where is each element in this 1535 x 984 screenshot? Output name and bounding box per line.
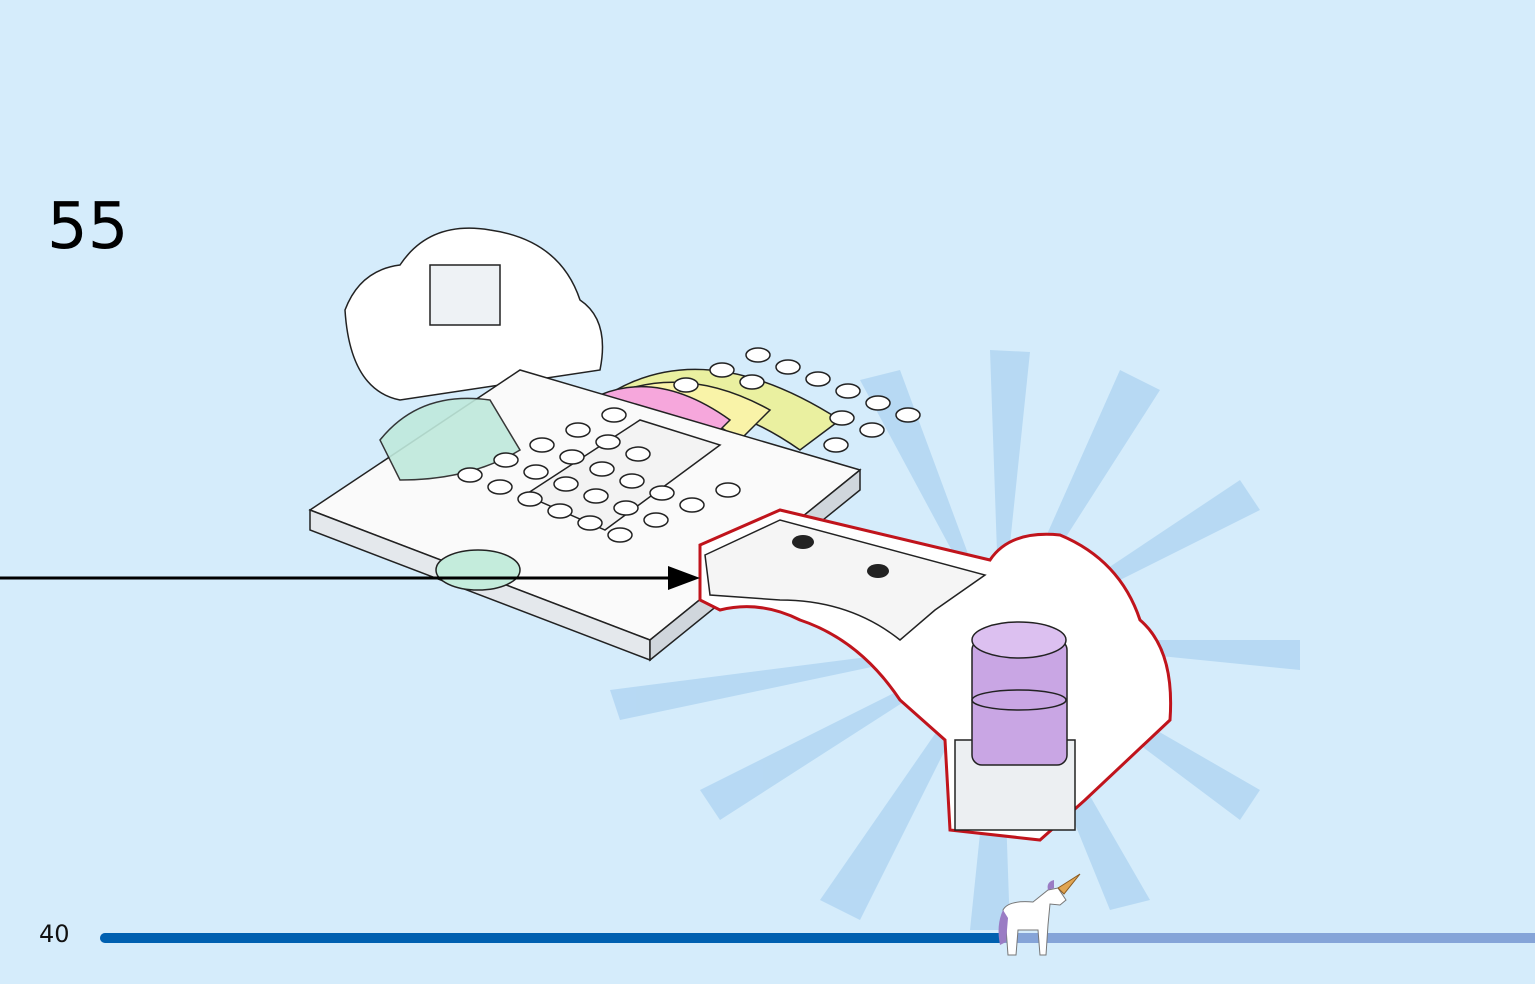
stud	[595, 434, 621, 450]
stud	[673, 377, 699, 393]
stud	[745, 347, 771, 363]
stud	[775, 359, 801, 375]
stud	[559, 449, 585, 465]
highlighted-part	[698, 508, 1173, 842]
stud	[715, 482, 741, 498]
stud	[829, 410, 855, 426]
stud	[865, 395, 891, 411]
stud	[679, 497, 705, 513]
stud	[649, 485, 675, 501]
stud	[565, 422, 591, 438]
unicorn-icon	[998, 873, 1081, 956]
stud	[583, 488, 609, 504]
stud	[547, 503, 573, 519]
stud	[643, 512, 669, 528]
stud	[493, 452, 519, 468]
insertion-arrow	[0, 566, 700, 590]
stud	[895, 407, 921, 423]
stud	[805, 371, 831, 387]
step-number: 55	[47, 190, 129, 264]
studs	[457, 347, 921, 543]
stud	[619, 473, 645, 489]
stud	[487, 479, 513, 495]
stud	[823, 437, 849, 453]
page-number: 40	[39, 920, 70, 948]
stud	[529, 437, 555, 453]
progress-fill	[100, 933, 1005, 943]
stud	[613, 500, 639, 516]
stud	[523, 464, 549, 480]
stud	[709, 362, 735, 378]
cloud-left	[344, 227, 604, 401]
stud	[589, 461, 615, 477]
stud	[577, 515, 603, 531]
purple-round-brick	[971, 621, 1068, 766]
stud	[835, 383, 861, 399]
stud	[607, 527, 633, 543]
stud	[601, 407, 627, 423]
stud	[625, 446, 651, 462]
stud	[517, 491, 543, 507]
stud	[457, 467, 483, 483]
stud	[739, 374, 765, 390]
stud	[553, 476, 579, 492]
stud	[859, 422, 885, 438]
